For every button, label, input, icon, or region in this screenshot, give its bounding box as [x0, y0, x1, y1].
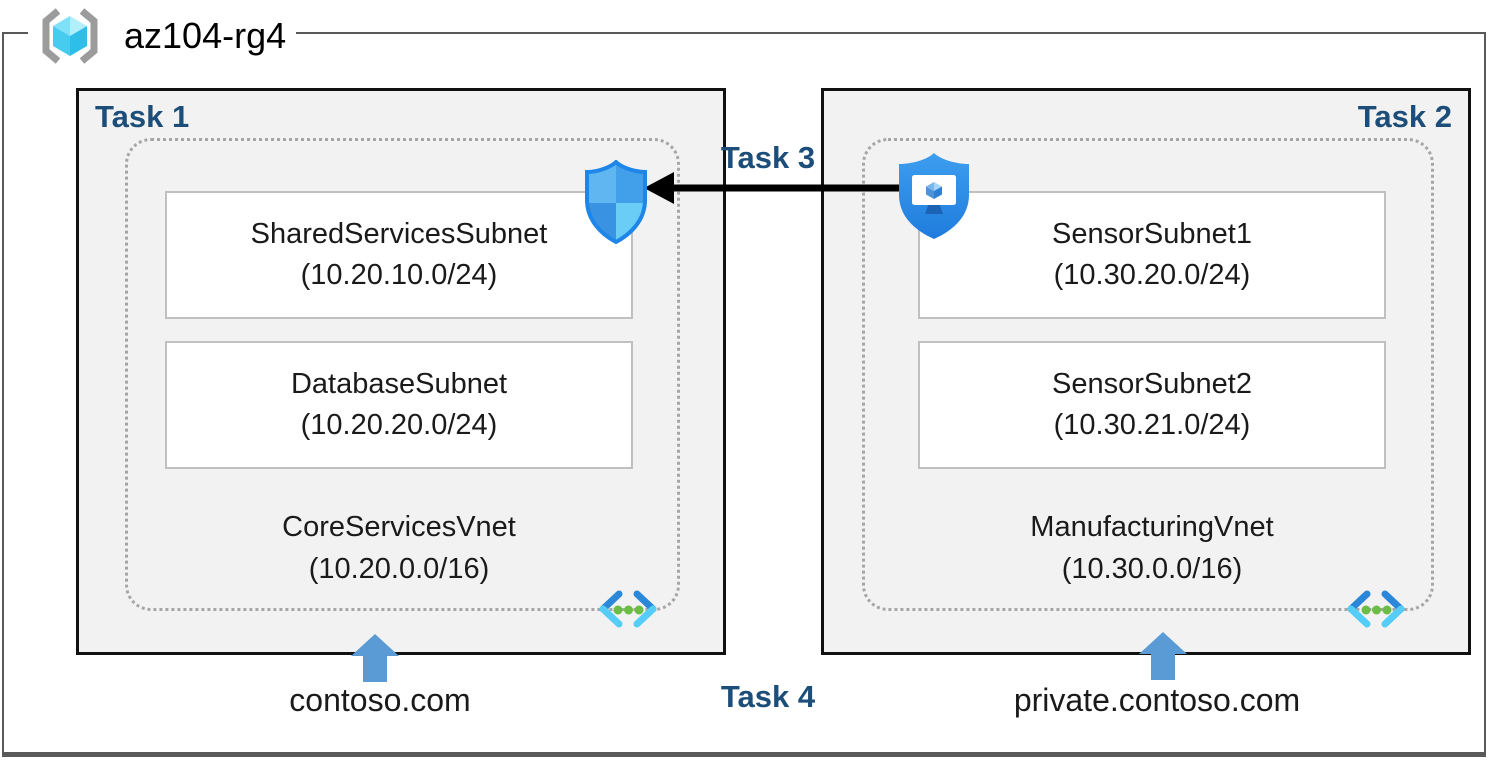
vnet-name: CoreServicesVnet [282, 511, 516, 543]
subnet-address: (10.30.20.0/24) [1053, 259, 1251, 291]
task1-label: Task 1 [95, 99, 190, 134]
vnet-label-coreservices: CoreServicesVnet (10.20.0.0/16) [165, 506, 633, 590]
subnet-sharedservices: SharedServicesSubnet (10.20.10.0/24) [165, 191, 633, 319]
vnet-address: (10.20.0.0/16) [308, 553, 490, 585]
vnet-container-coreservices [125, 138, 680, 611]
subnet-name: DatabaseSubnet [290, 368, 508, 400]
subnet-database: DatabaseSubnet (10.20.20.0/24) [165, 341, 633, 469]
task2-label: Task 2 [1357, 99, 1452, 134]
application-security-group-icon [899, 153, 969, 239]
dns-zone-private: private.contoso.com [1013, 682, 1301, 718]
dns-zone-public: contoso.com [289, 682, 471, 718]
vnet-name: ManufacturingVnet [1030, 511, 1274, 543]
subnet-name: SensorSubnet1 [1052, 218, 1252, 250]
subnet-sensor2: SensorSubnet2 (10.30.21.0/24) [918, 341, 1386, 469]
resource-group-name: az104-rg4 [124, 15, 287, 56]
subnet-name: SharedServicesSubnet [250, 218, 548, 250]
resource-group-icon [42, 8, 98, 64]
virtual-network-icon [1343, 588, 1409, 637]
subnet-address: (10.20.10.0/24) [300, 259, 498, 291]
resource-group-boundary [2, 32, 1486, 757]
blue-up-arrow-icon [1139, 632, 1187, 680]
subnet-address: (10.30.21.0/24) [1053, 409, 1251, 441]
subnet-name: SensorSubnet2 [1052, 368, 1252, 400]
virtual-network-icon [595, 588, 661, 637]
subnet-sensor1: SensorSubnet1 (10.30.20.0/24) [918, 191, 1386, 319]
black-left-arrow [644, 172, 900, 204]
resource-group-header: az104-rg4 [28, 0, 296, 72]
vnet-address: (10.30.0.0/16) [1061, 553, 1243, 585]
task4-label: Task 4 [720, 679, 816, 714]
blue-up-arrow-icon [351, 634, 399, 682]
vnet-label-manufacturing: ManufacturingVnet (10.30.0.0/16) [918, 506, 1386, 590]
subnet-address: (10.20.20.0/24) [300, 409, 498, 441]
network-security-group-icon [585, 160, 647, 244]
vnet-box-manufacturing: Task 2 SensorSubnet1 (10.30.20.0/24) Sen… [821, 88, 1471, 655]
task3-label: Task 3 [720, 140, 816, 175]
vnet-container-manufacturing [862, 138, 1434, 611]
